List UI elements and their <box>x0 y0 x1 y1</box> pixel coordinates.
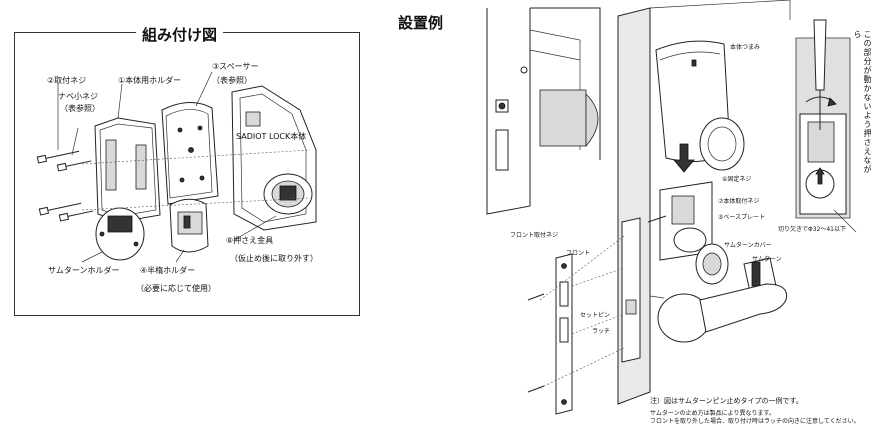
label-press-fitting-note: （仮止め後に取り外す） <box>230 254 318 263</box>
label-pan-head: ナベ小ネジ <box>58 92 98 101</box>
screw <box>647 215 667 223</box>
label-latch: ラッチ <box>592 328 611 335</box>
lever-handle <box>649 283 788 343</box>
inset-panel <box>795 19 851 219</box>
screw <box>38 202 82 216</box>
label-body-knob: 本体つまみ <box>730 44 761 51</box>
label-mount-screw: ②取付ネジ <box>47 76 87 85</box>
label-spacer-ref: （表参照） <box>212 76 252 85</box>
door-section-left <box>486 7 601 215</box>
thumbturn-holder-part <box>95 207 145 261</box>
lock-body-part <box>231 85 317 231</box>
label-thumbturn-cover: サムターンカバー <box>724 242 772 249</box>
label-front-screw: フロント取付ネジ <box>510 232 559 239</box>
front-plate <box>555 217 641 415</box>
base-plate <box>659 181 713 261</box>
screw <box>56 160 92 172</box>
spacer-part <box>161 102 219 205</box>
label-thumbturn: サムターン <box>752 256 782 263</box>
label-fix-screw: ⑥固定ネジ <box>722 176 752 183</box>
label-base-plate: ⑤ベースプレート <box>718 214 766 221</box>
note-2: サムターンの止め方は製品により異なります。 <box>650 410 775 417</box>
label-thumbturn-holder: サムターンホルダー <box>48 266 120 275</box>
screw <box>36 150 80 164</box>
label-half-moon: ④半楕ホルダー <box>140 266 196 275</box>
half-moon-holder-part <box>169 198 209 253</box>
main-holder <box>94 117 161 223</box>
thumbturn-cover-part <box>695 243 729 285</box>
label-vertical-note: この部分が動かないよう押さえながら <box>853 30 872 174</box>
label-half-moon-note: （必要に応じて使用） <box>136 284 216 293</box>
screw-set <box>36 150 94 222</box>
note-1: 注）図はサムターンピン止めタイプの一例です。 <box>650 397 803 405</box>
label-holder: ①本体用ホルダー <box>118 76 182 85</box>
label-lock-body: SADIOT LOCK本体 <box>236 132 307 141</box>
installation-title: 設置例 <box>398 12 444 33</box>
screw <box>58 210 94 222</box>
label-spacer: ③スペーサー <box>212 62 259 71</box>
assembly-title: 組み付け図 <box>136 24 224 45</box>
label-press-fitting: ⑧押さえ金具 <box>226 236 274 245</box>
label-pan-head-ref: （表参照） <box>60 104 100 113</box>
label-front: フロント <box>566 250 591 257</box>
note-3: フロントを取り外した場合、取り付け時はラッチの向きに注意してください。 <box>650 418 860 425</box>
label-set-pin: セットピン <box>580 312 611 319</box>
label-mount-screw-install: ⑦本体取付ネジ <box>718 198 760 205</box>
arrow-down <box>673 143 695 173</box>
label-cutout: 切り欠きでΦ32～41以下 <box>778 226 846 233</box>
screw <box>527 293 545 393</box>
installed-lock-body <box>655 40 745 171</box>
